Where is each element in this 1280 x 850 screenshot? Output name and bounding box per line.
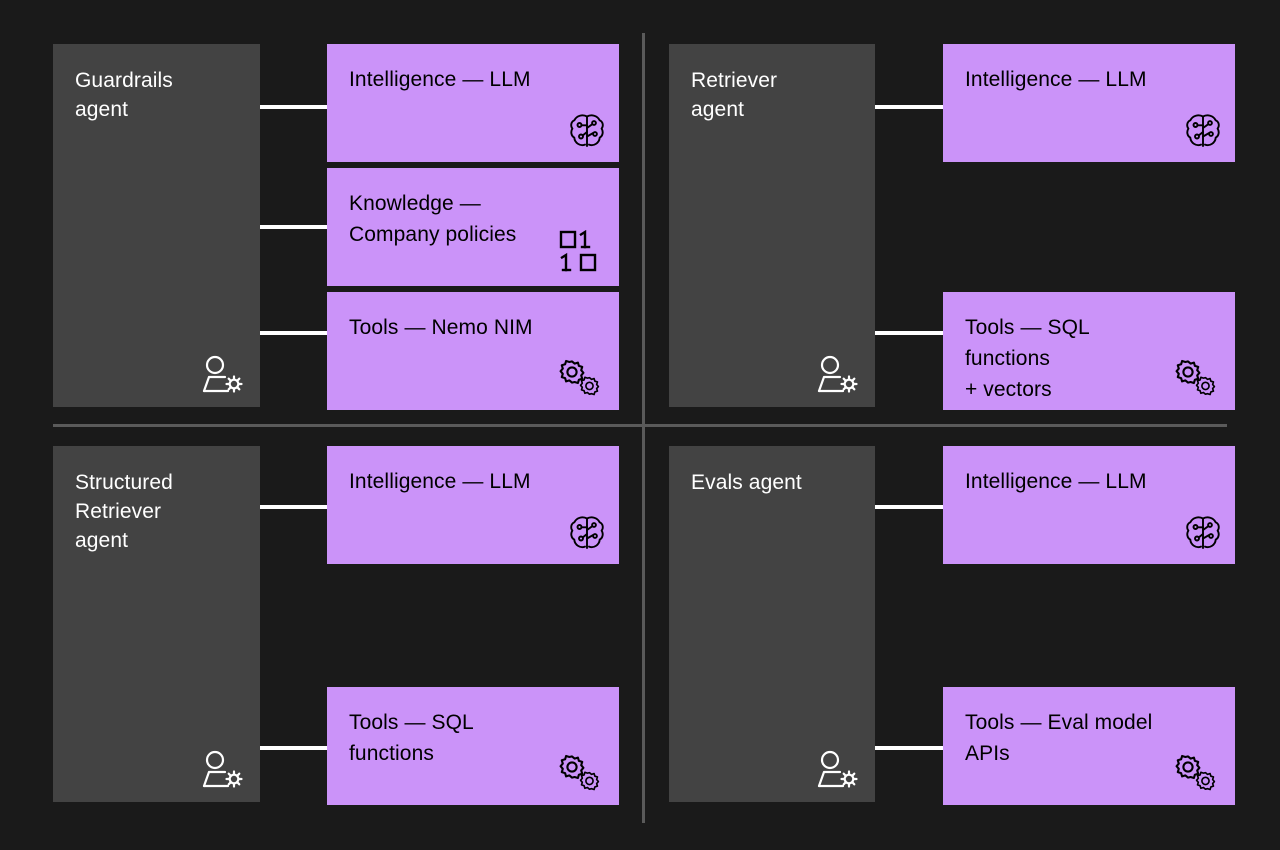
card-label: Intelligence — LLM [965,68,1147,91]
connector-guardrails-tools [260,331,327,335]
agent-user-gear-icon [815,355,861,395]
agent-box-evals[interactable]: Evals agent [669,446,875,802]
card-label: Intelligence — LLM [349,68,531,91]
connector-evals-tools [875,746,943,750]
gears-icon [555,753,605,795]
card-label: Tools — Nemo NIM [349,316,533,339]
agent-user-gear-icon [815,750,861,790]
card-guardrails-intelligence[interactable]: Intelligence — LLM [327,44,619,162]
brain-icon [569,112,605,152]
card-evals-intelligence[interactable]: Intelligence — LLM [943,446,1235,564]
connector-guardrails-intelligence [260,105,327,109]
connector-structured-retriever-tools [260,746,327,750]
connector-evals-intelligence [875,505,943,509]
agent-label: Retriever agent [691,69,778,121]
gears-icon [555,358,605,400]
agent-box-structured-retriever[interactable]: Structured Retriever agent [53,446,260,802]
card-label: Intelligence — LLM [965,470,1147,493]
gears-icon [1171,753,1221,795]
card-structured-retriever-intelligence[interactable]: Intelligence — LLM [327,446,619,564]
agent-label: Guardrails agent [75,69,173,121]
agent-label: Evals agent [691,471,802,494]
agent-user-gear-icon [200,355,246,395]
card-label: Tools — SQL functions [349,711,474,765]
vertical-divider [642,33,645,823]
card-guardrails-knowledge[interactable]: Knowledge — Company policies [327,168,619,286]
connector-retriever-tools [875,331,943,335]
card-label: Knowledge — Company policies [349,192,517,246]
agent-label: Structured Retriever agent [75,471,173,552]
card-label: Tools — SQL functions + vectors [965,316,1090,401]
binary-data-icon [559,229,599,272]
card-retriever-intelligence[interactable]: Intelligence — LLM [943,44,1235,162]
agent-box-guardrails[interactable]: Guardrails agent [53,44,260,407]
card-evals-tools[interactable]: Tools — Eval model APIs [943,687,1235,805]
connector-structured-retriever-intelligence [260,505,327,509]
card-retriever-tools[interactable]: Tools — SQL functions + vectors [943,292,1235,410]
connector-guardrails-knowledge [260,225,327,229]
brain-icon [1185,112,1221,152]
agent-user-gear-icon [200,750,246,790]
brain-icon [569,514,605,554]
card-structured-retriever-tools[interactable]: Tools — SQL functions [327,687,619,805]
agent-box-retriever[interactable]: Retriever agent [669,44,875,407]
connector-retriever-intelligence [875,105,943,109]
gears-icon [1171,358,1221,400]
card-label: Tools — Eval model APIs [965,711,1153,765]
brain-icon [1185,514,1221,554]
card-guardrails-tools[interactable]: Tools — Nemo NIM [327,292,619,410]
horizontal-divider [53,424,1227,427]
card-label: Intelligence — LLM [349,470,531,493]
